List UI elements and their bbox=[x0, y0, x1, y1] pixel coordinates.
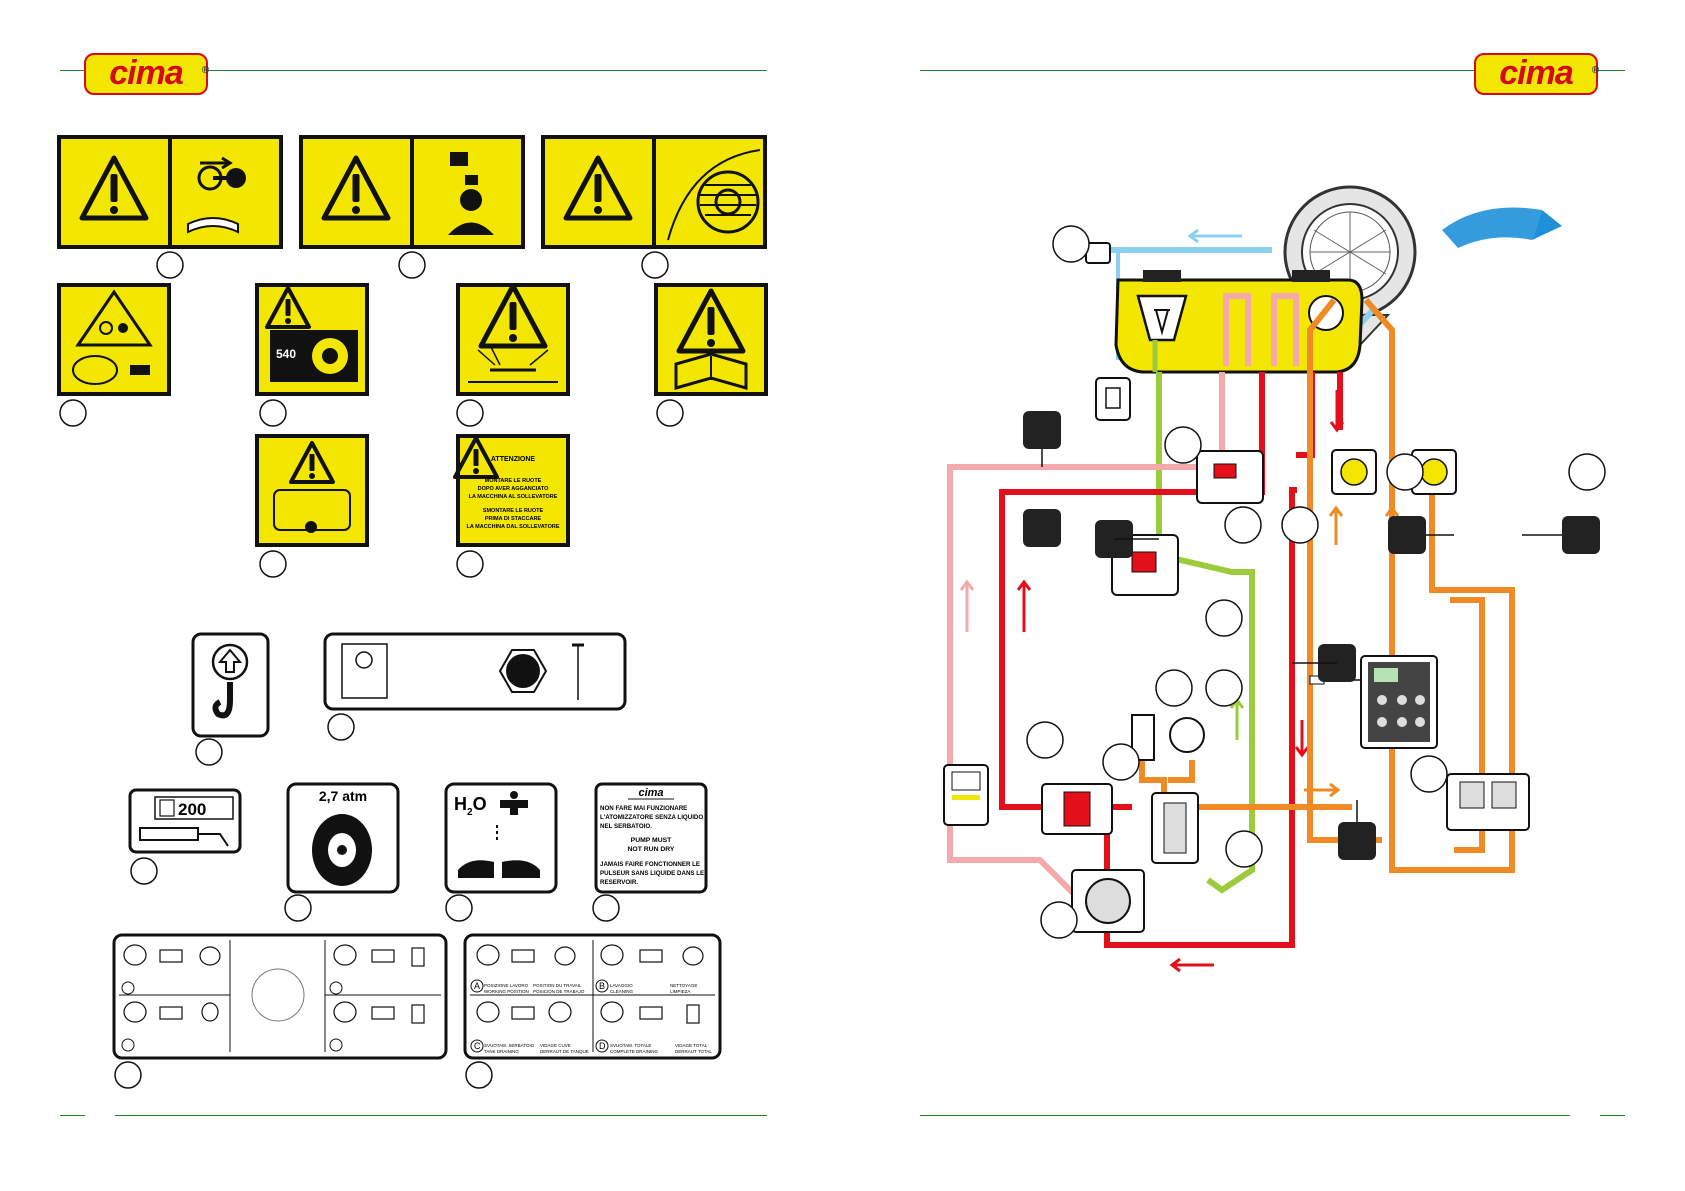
callout-circles bbox=[1026, 453, 1606, 939]
sticker-tyre-pressure: 2,7 atm bbox=[286, 782, 400, 894]
header-rule-right bbox=[920, 70, 1625, 71]
svg-text:WORKING POSITION: WORKING POSITION bbox=[484, 989, 529, 994]
svg-text:DERRAUT TOTAL: DERRAUT TOTAL bbox=[675, 1049, 712, 1054]
svg-text:B: B bbox=[599, 981, 605, 991]
svg-text:NETTOYAGE: NETTOYAGE bbox=[670, 983, 697, 988]
sticker-hook bbox=[191, 632, 270, 738]
sticker-pump-dry: cima NON FARE MAI FUNZIONARE L'ATOMIZZAT… bbox=[594, 782, 708, 894]
svg-text:C: C bbox=[474, 1041, 481, 1051]
sign-attenzione-wheels: ATTENZIONE MONTARE LE RUOTE DOPO AVER AG… bbox=[453, 434, 570, 547]
svg-text:LA MACCHINA AL SOLLEVATORE: LA MACCHINA AL SOLLEVATORE bbox=[469, 494, 558, 500]
svg-text:JAMAIS FAIRE FONCTIONNER LE: JAMAIS FAIRE FONCTIONNER LE bbox=[600, 861, 700, 868]
svg-text:200: 200 bbox=[178, 800, 206, 819]
filter-top bbox=[1095, 377, 1131, 421]
footer-rule-right-short bbox=[1600, 1115, 1625, 1116]
svg-text:NON FARE MAI FUNZIONARE: NON FARE MAI FUNZIONARE bbox=[600, 805, 687, 812]
svg-text:SVUOTAM. SERBATOIO: SVUOTAM. SERBATOIO bbox=[484, 1043, 535, 1048]
svg-text:540: 540 bbox=[276, 347, 296, 361]
svg-text:LA MACCHINA DAL SOLLEVATORE: LA MACCHINA DAL SOLLEVATORE bbox=[467, 524, 560, 530]
svg-text:CLEANING: CLEANING bbox=[610, 989, 634, 994]
sticker-water: H2O bbox=[444, 782, 558, 894]
svg-text:ATTENZIONE: ATTENZIONE bbox=[491, 456, 536, 463]
svg-text:POSICION DE TRABAJO: POSICION DE TRABAJO bbox=[533, 989, 585, 994]
sign-key-rotor bbox=[57, 283, 171, 396]
sticker-grease-200: 200 bbox=[128, 788, 242, 854]
header-rule-left bbox=[60, 70, 767, 71]
hydraulic-circuit-diagram bbox=[943, 185, 1606, 973]
svg-text:LAVAGGIO: LAVAGGIO bbox=[610, 983, 633, 988]
sticker-valve-positions-labelled: A POSIZIONE LAVORO WORKING POSITION POSI… bbox=[463, 933, 722, 1060]
svg-text:POSITION DU TRAVAIL: POSITION DU TRAVAIL bbox=[533, 983, 582, 988]
svg-text:POSIZIONE LAVORO: POSIZIONE LAVORO bbox=[484, 983, 529, 988]
sign-tank bbox=[255, 434, 369, 547]
svg-text:H2O: H2O bbox=[454, 794, 487, 818]
sticker-service-interval bbox=[323, 632, 627, 711]
svg-text:LIMPIEZA: LIMPIEZA bbox=[670, 989, 691, 994]
svg-text:RESERVOIR.: RESERVOIR. bbox=[600, 879, 638, 886]
sign-spray bbox=[456, 283, 570, 396]
connector-squares bbox=[1023, 411, 1600, 860]
tank bbox=[1114, 270, 1364, 374]
svg-text:SVUOTAM. TOTALE: SVUOTAM. TOTALE bbox=[610, 1043, 651, 1048]
right-callout-circles bbox=[1052, 225, 1202, 464]
svg-text:MONTARE LE RUOTE: MONTARE LE RUOTE bbox=[485, 478, 542, 484]
svg-text:COMPLETE DRAINING: COMPLETE DRAINING bbox=[610, 1049, 659, 1054]
svg-text:NOT RUN DRY: NOT RUN DRY bbox=[628, 846, 675, 853]
svg-text:D: D bbox=[599, 1041, 606, 1051]
solenoid-valves bbox=[1446, 773, 1530, 831]
sticker-valve-positions-blank bbox=[112, 933, 448, 1060]
svg-text:NEL SERBATOIO.: NEL SERBATOIO. bbox=[600, 823, 652, 830]
svg-text:cima: cima bbox=[638, 787, 663, 799]
sign-key-manual bbox=[57, 135, 283, 249]
footer-rule-right bbox=[920, 1115, 1570, 1116]
svg-text:PULSEUR SANS LIQUIDE DANS LE: PULSEUR SANS LIQUIDE DANS LE bbox=[600, 870, 704, 877]
svg-text:PRIMA DI STACCARE: PRIMA DI STACCARE bbox=[485, 516, 542, 522]
svg-text:PUMP MUST: PUMP MUST bbox=[631, 837, 673, 844]
sign-fan bbox=[541, 135, 767, 249]
svg-text:TANK DRAINING: TANK DRAINING bbox=[484, 1049, 519, 1054]
svg-text:A: A bbox=[474, 981, 480, 991]
cima-logo-left: cima® bbox=[84, 53, 209, 95]
svg-text:DOPO AVER AGGANCIATO: DOPO AVER AGGANCIATO bbox=[478, 486, 550, 492]
cima-logo-right: cima® bbox=[1474, 53, 1599, 95]
footer-rule-left bbox=[115, 1115, 767, 1116]
svg-text:L'ATOMIZZATORE SENZA LIQUIDO: L'ATOMIZZATORE SENZA LIQUIDO bbox=[600, 814, 703, 821]
svg-text:SMONTARE LE RUOTE: SMONTARE LE RUOTE bbox=[483, 508, 544, 514]
footer-rule-left-short bbox=[60, 1115, 85, 1116]
left-callout-circles bbox=[59, 251, 684, 1089]
svg-text:DERRAUT DE TANQUE: DERRAUT DE TANQUE bbox=[540, 1049, 589, 1054]
svg-text:2,7 atm: 2,7 atm bbox=[319, 788, 367, 804]
svg-text:VIDAGE TOTAL: VIDAGE TOTAL bbox=[675, 1043, 708, 1048]
sign-chemical bbox=[299, 135, 525, 249]
sign-pto-540: 540 bbox=[255, 283, 369, 396]
gauge-sensor bbox=[1131, 714, 1155, 761]
sign-read-manual bbox=[654, 283, 768, 396]
left-page-signs: 540 ATTENZIONE MONTARE LE RUOTE DOPO AVE… bbox=[57, 135, 768, 1089]
svg-text:VIDAGE CUVE: VIDAGE CUVE bbox=[540, 1043, 571, 1048]
pressure-gauge bbox=[1169, 717, 1205, 753]
